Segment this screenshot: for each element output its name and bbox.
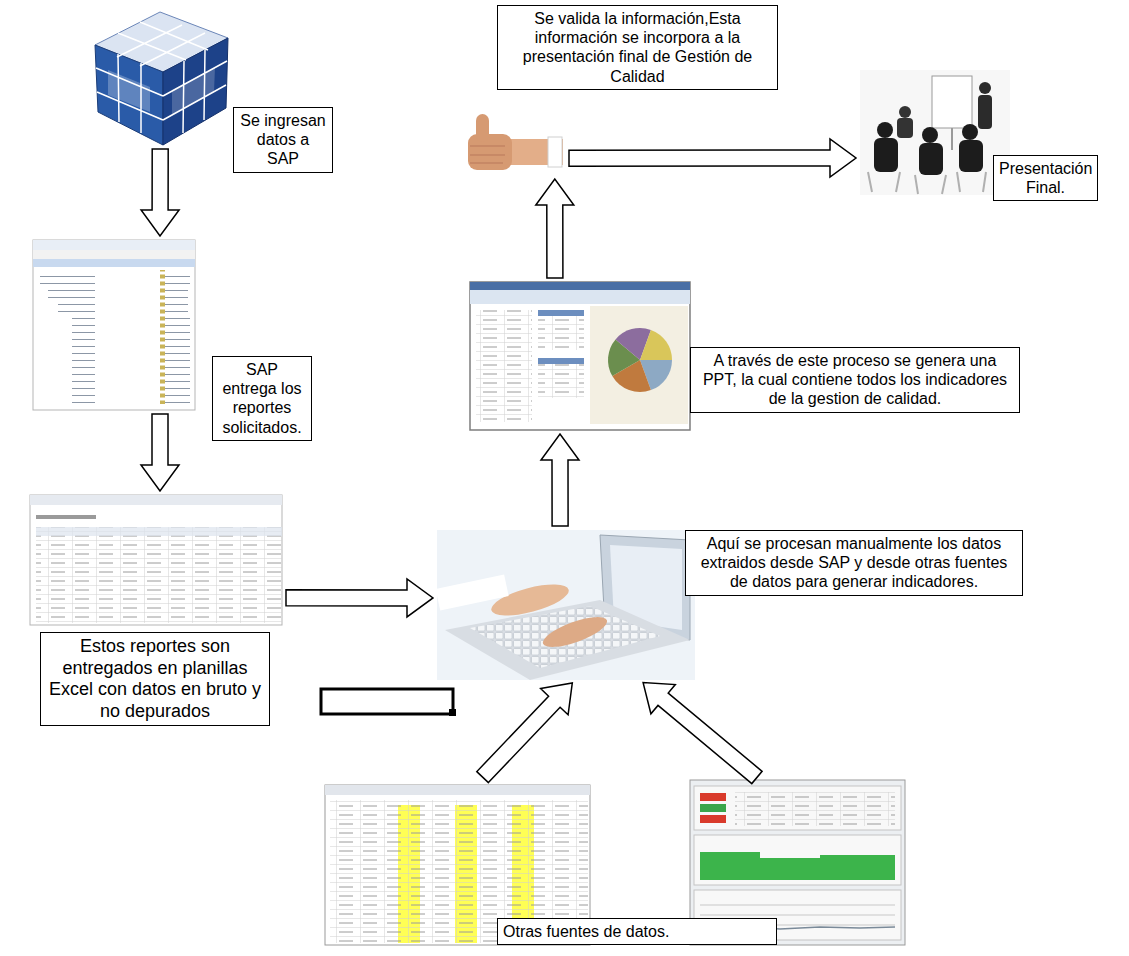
process-step: Se ingresan datos a SAP (95, 5, 228, 145)
thumbs-up-photo (468, 114, 563, 170)
step-caption: Se valida la información,Esta informació… (497, 5, 778, 90)
dashboard-screenshot (470, 282, 690, 430)
process-step: Presentación Final. (860, 70, 1010, 195)
excel-sheet (30, 495, 282, 625)
process-step: Se valida la información,Esta informació… (463, 115, 565, 175)
block-arrow (643, 683, 762, 784)
step-caption: Presentación Final. (993, 155, 1098, 201)
process-step: Estos reportes son entregados en planill… (30, 495, 282, 625)
block-arrow (286, 579, 433, 617)
sap-cube (95, 12, 228, 145)
sap-screenshot (33, 240, 195, 410)
block-arrow (141, 149, 179, 236)
step-caption: A través de este proceso se genera una P… (690, 347, 1020, 413)
person-at-computer-photo (436, 530, 695, 680)
block-arrow (477, 683, 573, 783)
empty-box (321, 689, 456, 716)
block-arrow (541, 434, 579, 526)
process-step: Otras fuentes de datos. (325, 780, 905, 945)
process-step: A través de este proceso se genera una P… (470, 282, 690, 430)
block-arrow (536, 179, 574, 278)
block-arrow (141, 414, 179, 491)
process-step: SAP entrega los reportes solicitados. (33, 240, 195, 410)
step-caption: Otras fuentes de datos. (497, 918, 777, 945)
presentation-photo (860, 70, 1010, 195)
process-step: Aquí se procesan manualmente los datos e… (437, 530, 695, 680)
step-caption: Aquí se procesan manualmente los datos e… (685, 530, 1023, 596)
step-caption: Se ingresan datos a SAP (233, 107, 333, 173)
block-arrow (569, 139, 856, 177)
step-caption: SAP entrega los reportes solicitados. (212, 356, 312, 441)
step-caption: Estos reportes son entregados en planill… (40, 632, 270, 726)
